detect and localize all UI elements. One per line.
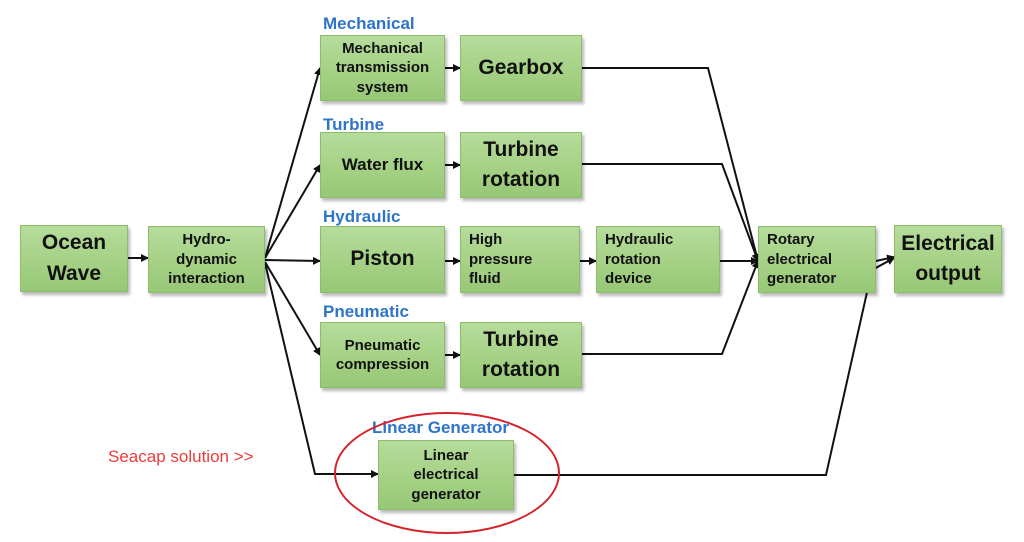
node-piston: Piston — [320, 226, 445, 293]
node-hydraulic-rotation-device: Hydraulic rotation device — [596, 226, 720, 293]
arrow-turbine1-to-rotary — [582, 163, 760, 262]
node-high-pressure-fluid: High pressure fluid — [460, 226, 580, 293]
node-hydrodynamic-interaction: Hydro- dynamic interaction — [148, 226, 265, 293]
node-water-flux: Water flux — [320, 132, 445, 198]
arrow-hydro-to-piston — [264, 256, 321, 265]
node-mechanical-transmission: Mechanical transmission system — [320, 35, 445, 101]
category-label-turbine: Turbine — [323, 115, 385, 134]
highlight-ellipse — [334, 412, 560, 534]
seacap-solution-callout: Seacap solution >> — [108, 447, 254, 466]
node-ocean-wave: Ocean Wave — [20, 225, 128, 292]
node-turbine-rotation-2: Turbine rotation — [460, 322, 582, 388]
arrow-linear-to-output — [514, 257, 895, 476]
node-turbine-rotation-1: Turbine rotation — [460, 132, 582, 198]
node-electrical-output: Electrical output — [894, 225, 1002, 293]
category-label-hydraulic: Hydraulic — [323, 207, 401, 226]
arrow-hydro-to-pneumatic — [264, 261, 321, 356]
node-pneumatic-compression: Pneumatic compression — [320, 322, 445, 388]
category-label-mechanical: Mechanical — [323, 14, 415, 33]
arrow-gearbox-to-rotary — [582, 67, 761, 262]
arrow-hydro-to-waterflux — [264, 164, 321, 259]
node-rotary-electrical-generator: Rotary electrical generator — [758, 226, 876, 293]
category-label-pneumatic: Pneumatic — [323, 302, 409, 321]
node-gearbox: Gearbox — [460, 35, 582, 101]
arrow-turbine2-to-rotary — [582, 260, 760, 355]
arrow-hydro-to-mech — [264, 67, 322, 259]
